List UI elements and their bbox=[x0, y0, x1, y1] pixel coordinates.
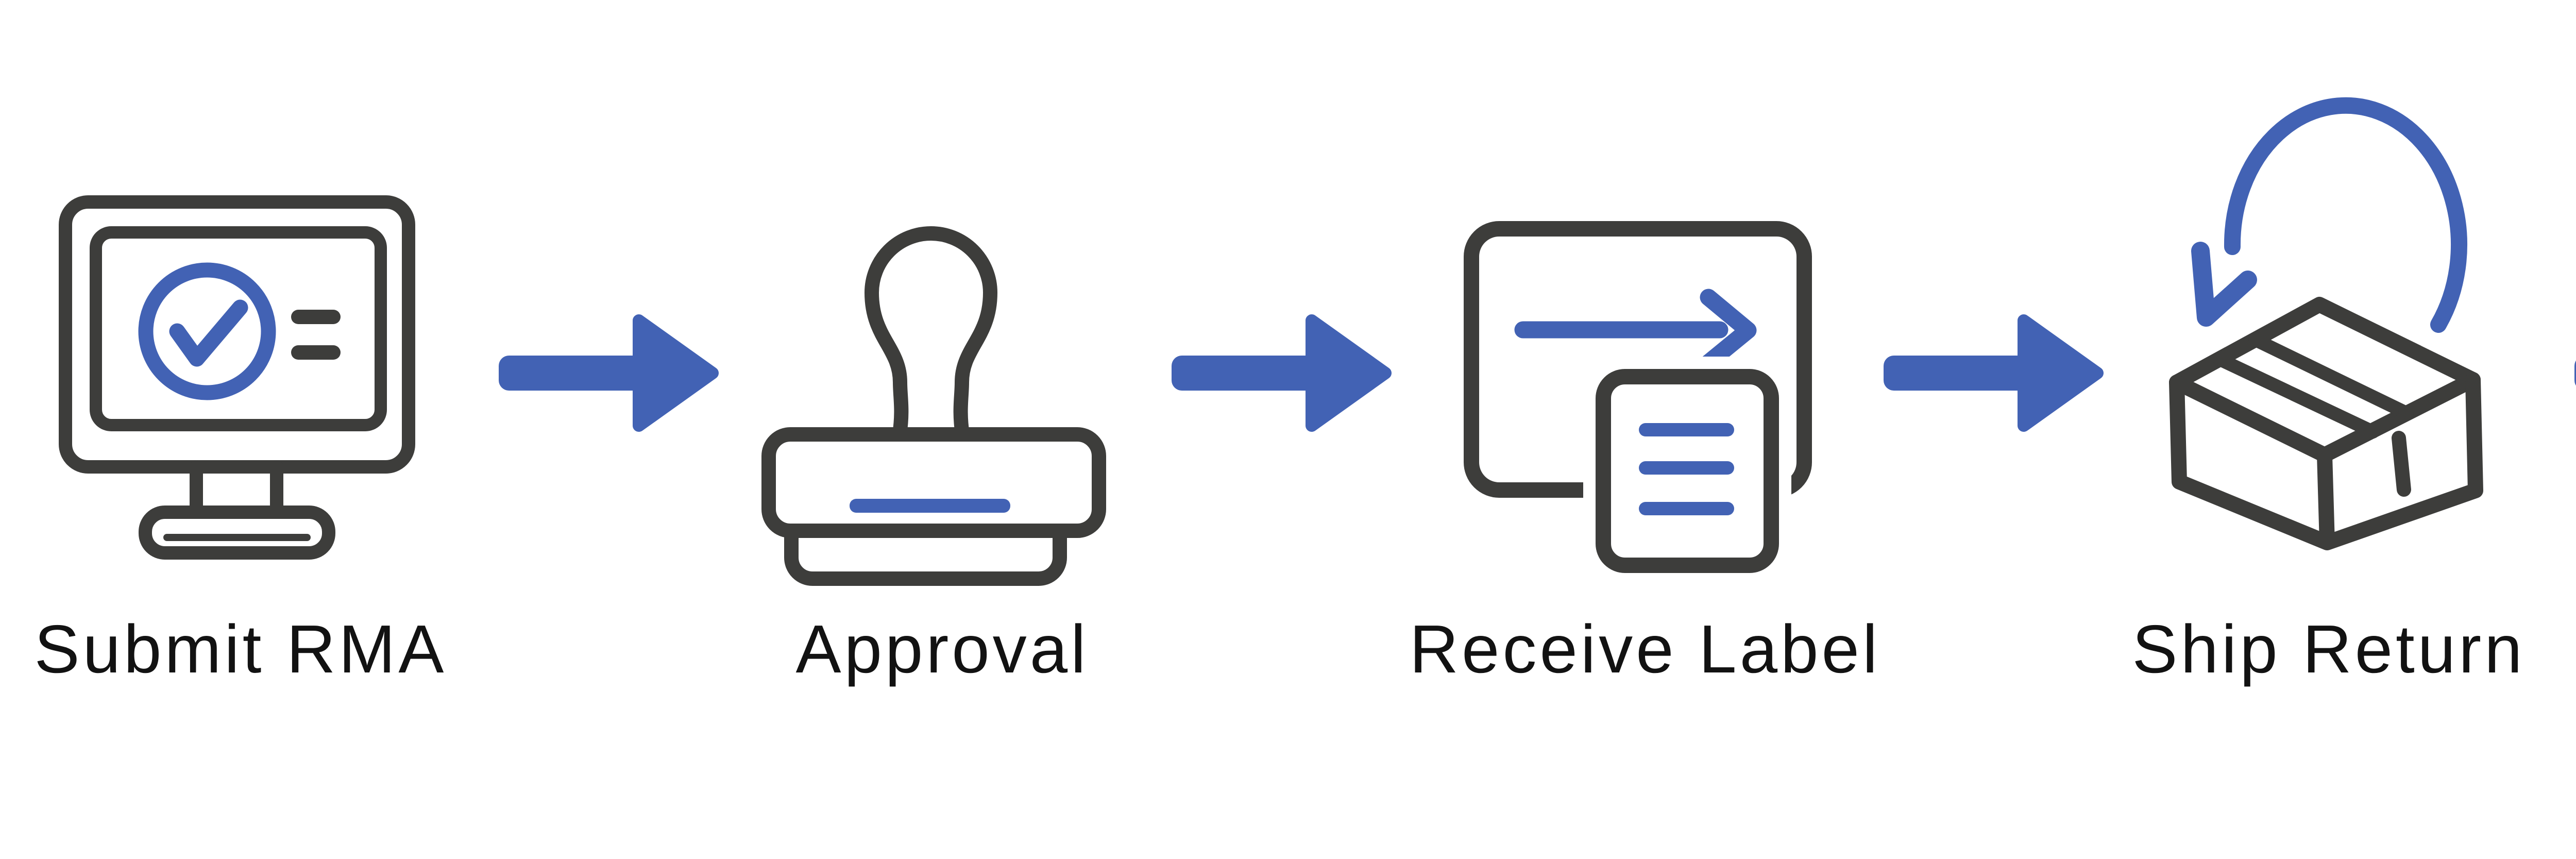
monitor-stand-base bbox=[139, 506, 335, 560]
box-sides bbox=[2169, 372, 2483, 550]
label-doc-line bbox=[1639, 423, 1734, 436]
check-circle bbox=[138, 262, 276, 400]
screen-text-line bbox=[291, 310, 341, 324]
step-label: Submit RMA bbox=[35, 611, 447, 687]
flow-arrow-icon bbox=[1884, 314, 2104, 432]
step-label: Receive Label bbox=[1410, 611, 1881, 687]
stamp-ink-line bbox=[850, 499, 1010, 513]
step-label: Approval bbox=[796, 611, 1089, 687]
flow-arrow-icon bbox=[1172, 314, 1392, 432]
return-package-icon bbox=[2169, 97, 2483, 550]
label-doc-line bbox=[1639, 502, 1734, 515]
shipping-label-icon bbox=[1464, 221, 1812, 585]
flow-arrow-icon bbox=[2574, 360, 2576, 386]
monitor-frame bbox=[59, 195, 415, 474]
stamp-handle bbox=[865, 226, 997, 442]
return-arc bbox=[2224, 97, 2467, 333]
monitor-screen bbox=[90, 226, 387, 431]
approval-stamp-icon bbox=[761, 226, 1106, 586]
flow-arrow-icon bbox=[499, 314, 719, 432]
return-arc-head bbox=[2191, 242, 2257, 327]
send-arrow-head bbox=[1700, 289, 1757, 372]
check-mark bbox=[169, 299, 248, 367]
box-tape-band bbox=[2213, 333, 2414, 439]
stamp-base-pad bbox=[784, 521, 1067, 586]
box-tape-end bbox=[2392, 431, 2411, 497]
label-doc-line bbox=[1639, 461, 1734, 475]
monitor-stand-neck bbox=[190, 460, 283, 519]
step-label: Ship Return bbox=[2132, 611, 2525, 687]
screen-text-line bbox=[291, 345, 341, 360]
monitor-checkmark-icon bbox=[59, 195, 415, 560]
stamp-body bbox=[761, 427, 1106, 538]
